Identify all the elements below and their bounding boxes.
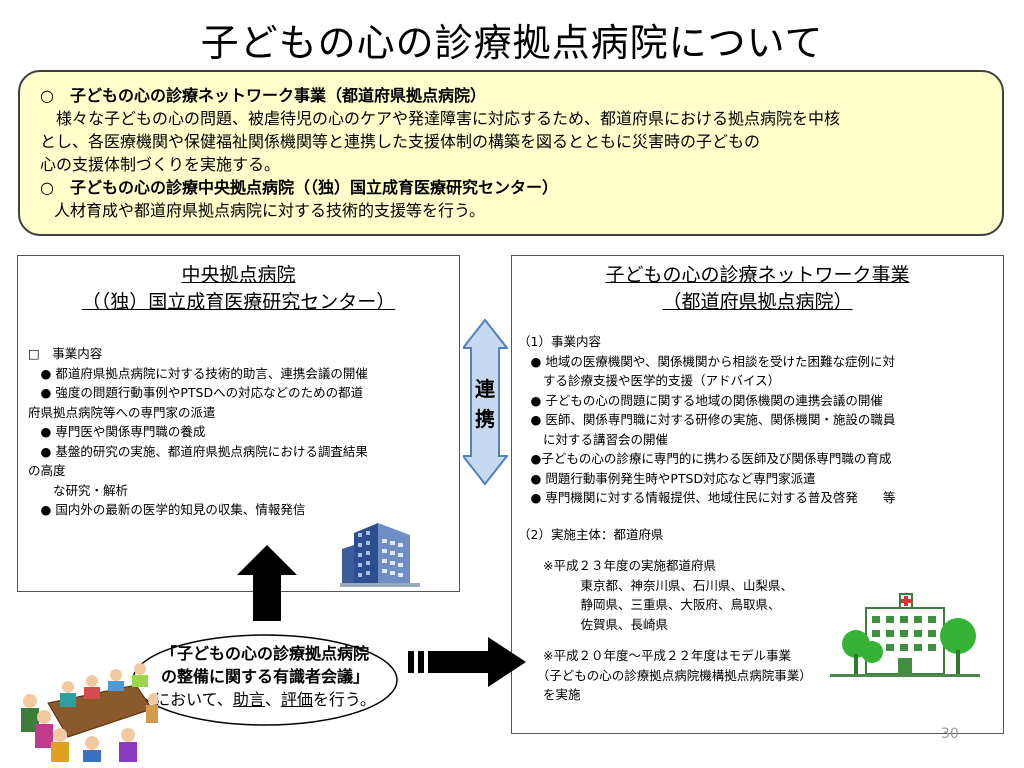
section-heading: （1）事業内容 [518,334,601,349]
section-heading: （2）実施主体：都道府県 [518,526,664,542]
summary-panel: ○ 子どもの心の診療ネットワーク事業（都道府県拠点病院） 様々な子どもの心の問題… [18,70,1004,236]
central-building-illustration [340,523,420,587]
expert-meeting-text: 「子どもの心の診療拠点病院 の整備に関する有識者会議」 において、助言、評価を行… [154,644,376,709]
list-item: ● 専門医や関係専門職の養成 [28,424,206,439]
network-project-subtitle: （都道府県拠点病院） [662,291,853,313]
list-item: ● 都道府県拠点病院に対する技術的助言、連携会議の開催 [28,365,368,381]
list-item: ● 専門機関に対する情報提供、地域住民に対する普及啓発 等 [518,490,896,505]
list-item: 府県拠点病院等への専門家の派遣 [28,404,216,420]
note-line: ※平成２０年度～平成２２年度はモデル事業 [518,648,791,663]
note-line: を実施 [518,687,581,702]
summary-body-network-line3: 心の支援体制づくりを実施する。 [40,155,281,174]
summary-heading-central: ○ 子どもの心の診療中央拠点病院（（独）国立成育医療研究センター） [40,178,558,197]
hospital-illustration [830,593,980,677]
list-item: ● 地域の医療機関や、関係機関から相談を受けた困難な症例に対 [518,353,896,369]
list-item: ● 子どもの心の問題に関する地域の関係機関の連携会議の開催 [518,392,883,408]
meeting-people-illustration [21,663,158,762]
summary-heading-network: ○ 子どもの心の診療ネットワーク事業（都道府県拠点病院） [40,86,486,105]
list-item: の高度 [28,463,66,478]
page-number: 30 [941,726,959,742]
list-item: する診療支援や医学的支援（アドバイス） [518,373,781,388]
list-item: ● 国内外の最新の医学的知見の収集、情報発信 [28,502,306,517]
page-title: 子どもの心の診療拠点病院について [200,21,824,65]
list-item: ● 強度の問題行動事例やPTSDへの対応などのための都道 [28,385,364,400]
central-hospital-title: 中央拠点病院 [181,264,296,286]
rightward-arrow [408,637,526,687]
central-hospital-subtitle: （（独）国立成育医療研究センター） [81,291,396,313]
list-item: ●子どもの心の診療に専門的に携わる医師及び関係専門職の育成 [518,451,892,466]
summary-body-central: 人材育成や都道府県拠点病院に対する技術的支援等を行う。 [54,201,486,220]
list-item: □ 事業内容 [28,346,103,361]
note-line: （子どもの心の診療拠点病院機構拠点病院事業） [518,667,812,683]
list-item: ● 基盤的研究の実施、都道府県拠点病院における調査結果 [28,443,368,459]
network-project-box: 子どもの心の診療ネットワーク事業 （都道府県拠点病院） （1）事業内容 ● 地域… [511,255,1004,734]
summary-body-network-line2: とし、各医療機関や保健福祉関係機関等と連携した支援体制の構築を図るとともに災害時… [40,132,761,151]
network-project-title: 子どもの心の診療ネットワーク事業 [605,264,910,286]
cooperation-double-arrow [463,318,508,486]
list-item: ● 医師、関係専門職に対する研修の実施、関係機関・施設の職員 [518,412,896,427]
central-hospital-list: □ 事業内容 ● 都道府県拠点病院に対する技術的助言、連携会議の開催 ● 強度の… [28,344,368,520]
note-line: ※平成２３年度の実施都道府県 [518,558,716,573]
list-item: に対する講習会の開催 [518,431,669,447]
note-line: 佐賀県、長崎県 [518,616,669,632]
list-item: ● 問題行動事例発生時やPTSD対応など専門家派遣 [518,470,816,486]
cooperation-label: 連 携 [475,377,495,431]
list-item: な研究・解析 [28,482,129,498]
note-line: 東京都、神奈川県、石川県、山梨県、 [518,577,794,593]
central-hospital-box: 中央拠点病院 （（独）国立成育医療研究センター） □ 事業内容 ● 都道府県拠点… [17,255,460,592]
network-project-list: （1）事業内容 ● 地域の医療機関や、関係機関から相談を受けた困難な症例に対 す… [518,332,895,705]
upward-arrow [237,545,297,621]
summary-body-network-line1: 様々な子どもの心の問題、被虐待児の心のケアや発達障害に対応するため、都道府県にお… [40,109,841,128]
note-line: 静岡県、三重県、大阪府、鳥取県、 [518,597,781,612]
